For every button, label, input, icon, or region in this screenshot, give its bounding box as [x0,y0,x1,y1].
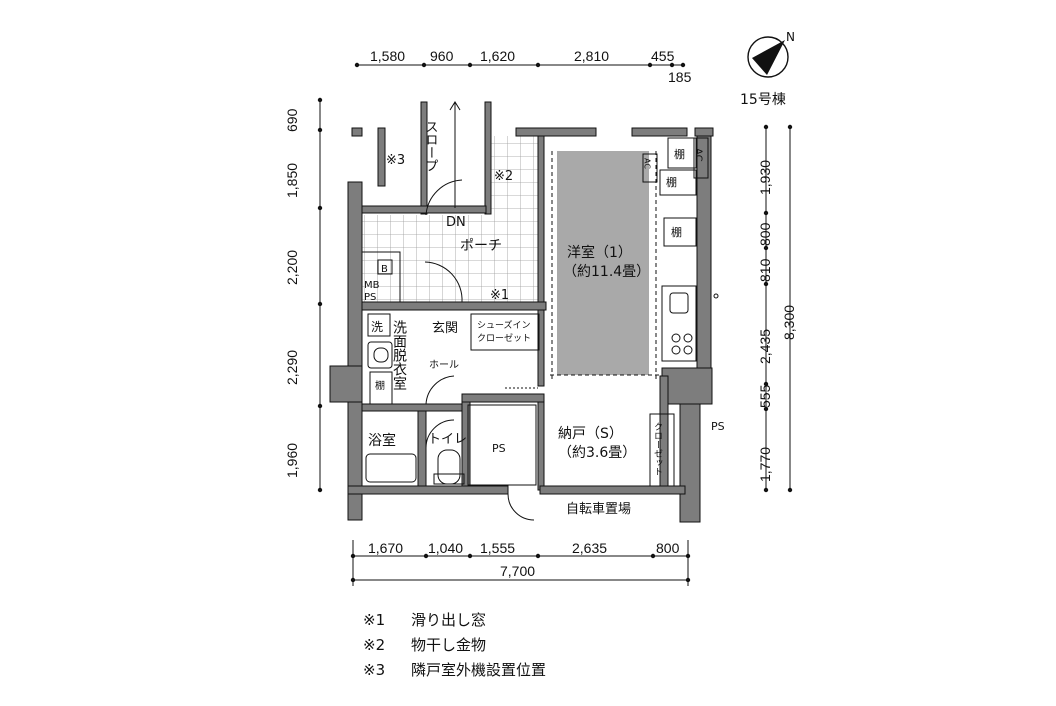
dim-left-2: 1,850 [284,163,300,198]
shoe-closet-label-1: シューズイン [477,319,531,331]
shelf-label-2: 棚 [666,175,677,189]
toilet-label: トイレ [428,432,467,447]
dim-top-sub: 185 [668,69,692,85]
western-room-label: 洋室（1） [567,244,632,261]
dim-left-3: 2,200 [284,250,300,285]
shelf-label-3: 棚 [671,225,682,239]
walls [329,101,714,523]
bottom-dimensions: 1,670 1,040 1,555 2,635 800 7,700 [350,540,691,586]
washroom-label: 洗面脱衣室 [391,320,407,390]
mark-2: ※2 [494,169,513,184]
storage-area: （約3.6畳） [558,445,636,461]
north-label: N [786,30,795,44]
notes: ※1 滑り出し窓 ※2 物干し金物 ※3 隣戸室外機設置位置 [363,608,546,683]
note-2-mark: ※2 [363,636,386,654]
note-2: ※2 物干し金物 [363,633,546,658]
note-1-text: 滑り出し窓 [411,611,487,629]
bicycle-parking-label: 自転車置場 [566,502,631,517]
shoe-closet-label-2: クローゼット [477,332,531,344]
western-room-floor [557,151,649,375]
western-room-area: （約11.4畳） [563,264,650,280]
entrance-label: 玄関 [432,321,458,336]
note-2-text: 物干し金物 [411,636,487,654]
left-dimensions: 690 1,850 2,200 2,290 1,960 [284,97,323,493]
dim-right-4: 2,435 [757,329,773,364]
dim-bottom-5: 800 [656,540,680,556]
closet-label: クローゼット [652,422,663,476]
ac-label-2: AC [693,148,704,162]
hall-label: ホール [429,359,459,371]
dim-top-3: 1,620 [480,48,515,64]
north-arrow-icon: N 15号棟 [740,30,795,108]
mark-3: ※3 [386,153,405,168]
porch-floor [362,215,538,302]
dim-right-3: 810 [757,258,773,282]
building-name: 15号棟 [740,92,786,108]
shelf-label-1: 棚 [674,147,685,161]
dim-top-4: 2,810 [574,48,609,64]
dim-top-5: 455 [651,48,675,64]
floor-plan: 1,580 960 1,620 2,810 455 185 1,670 1,04… [284,30,797,586]
dim-bottom-total: 7,700 [500,563,535,579]
porch-label: ポーチ [460,238,502,254]
dim-bottom-1: 1,670 [368,540,403,556]
dim-bottom-3: 1,555 [480,540,515,556]
top-dimensions: 1,580 960 1,620 2,810 455 185 [354,48,692,85]
ps-outdoor-label: PS [711,420,725,433]
dim-left-5: 1,960 [284,443,300,478]
dim-top-2: 960 [430,48,454,64]
right-dimensions: 1,930 800 810 2,435 555 1,770 8,300 [757,124,797,493]
slope-label: スロープ [423,120,438,172]
b-label: B [381,264,388,275]
dim-right-2: 800 [757,222,773,246]
ac-label-1: AC [643,158,652,169]
bath-label: 浴室 [368,432,396,449]
ps-label: PS [492,442,506,455]
note-3-text: 隣戸室外機設置位置 [411,661,547,679]
note-1-mark: ※1 [363,611,386,629]
dim-left-4: 2,290 [284,350,300,385]
dn-label: DN [446,215,466,230]
note-3-mark: ※3 [363,661,386,679]
porch-floor-upper [488,136,538,216]
dim-right-5: 555 [757,384,773,408]
mbps-label-2: PS [364,292,376,303]
shelf-label-4: 棚 [373,379,385,391]
dim-bottom-2: 1,040 [428,540,463,556]
dim-bottom-4: 2,635 [572,540,607,556]
dim-right-1: 1,930 [757,160,773,195]
dim-top-1: 1,580 [370,48,405,64]
note-3: ※3 隣戸室外機設置位置 [363,658,546,683]
dim-left-1: 690 [284,108,300,132]
dim-right-6: 1,770 [757,447,773,482]
mbps-label-1: MB [364,280,380,291]
wash-label: 洗 [371,320,383,334]
dim-right-total: 8,300 [781,305,797,340]
note-1: ※1 滑り出し窓 [363,608,546,633]
storage-label: 納戸（S） [558,426,623,442]
mark-1: ※1 [490,288,509,303]
